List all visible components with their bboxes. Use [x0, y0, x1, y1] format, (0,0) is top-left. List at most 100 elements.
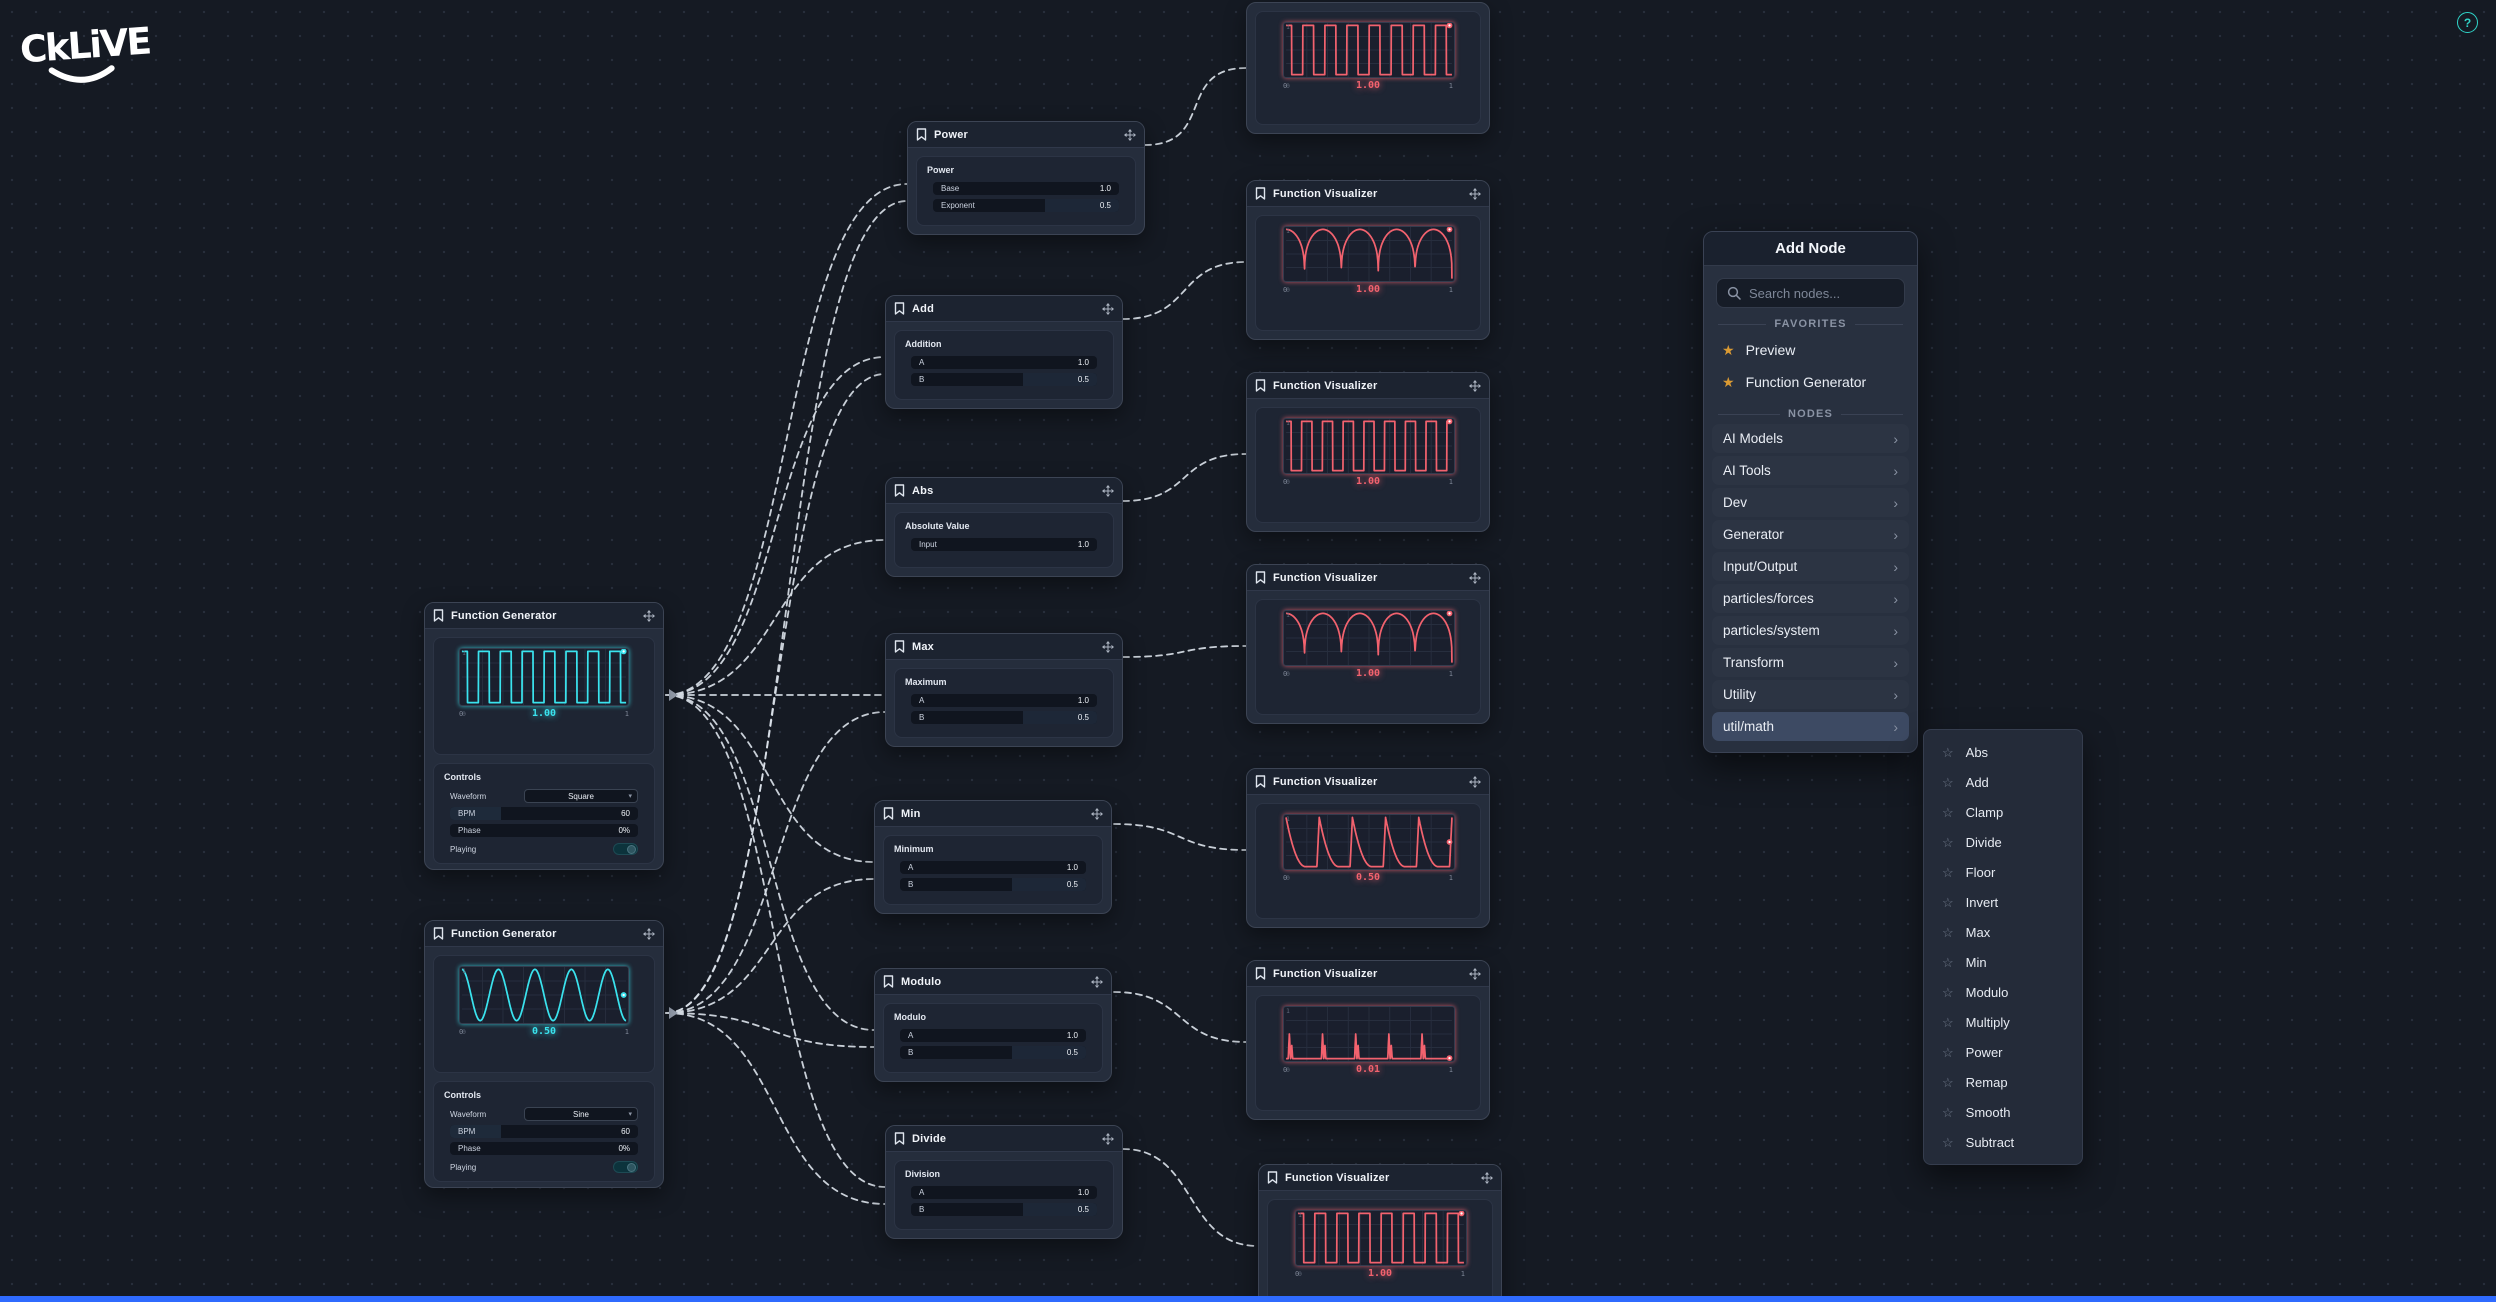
submenu-item[interactable]: ☆ Invert [1942, 894, 1999, 910]
submenu-item[interactable]: ☆ Smooth [1942, 1104, 2011, 1120]
move-icon[interactable] [1469, 571, 1481, 584]
phase-slider[interactable]: Phase 0% [450, 824, 638, 837]
param-slider[interactable]: A 1.0 [911, 356, 1097, 369]
node-header[interactable]: Add [886, 296, 1122, 322]
category-item[interactable]: Dev › [1712, 488, 1909, 517]
node-function-visualizer[interactable]: Function Visualizer 1 0 0 1.00 1 [1258, 1164, 1502, 1302]
node-max[interactable]: Max Maximum A 1.0 B 0.5 [885, 633, 1123, 747]
node-divide[interactable]: Divide Division A 1.0 B 0.5 [885, 1125, 1123, 1239]
node-header[interactable]: Function Generator [425, 603, 663, 629]
bookmark-icon[interactable] [1267, 1171, 1278, 1184]
node-header[interactable]: Power [908, 122, 1144, 148]
star-outline-icon[interactable]: ☆ [1942, 1014, 1954, 1030]
bookmark-icon[interactable] [433, 927, 444, 940]
star-outline-icon[interactable]: ☆ [1942, 864, 1954, 880]
star-outline-icon[interactable]: ☆ [1942, 1104, 1954, 1120]
bookmark-icon[interactable] [433, 609, 444, 622]
param-slider[interactable]: A 1.0 [911, 694, 1097, 707]
bookmark-icon[interactable] [894, 640, 905, 653]
move-icon[interactable] [1091, 807, 1103, 820]
bookmark-icon[interactable] [1255, 967, 1266, 980]
node-header[interactable]: Modulo [875, 969, 1111, 995]
category-item[interactable]: Utility › [1712, 680, 1909, 709]
move-icon[interactable] [1102, 484, 1114, 497]
star-outline-icon[interactable]: ☆ [1942, 924, 1954, 940]
move-icon[interactable] [1469, 379, 1481, 392]
submenu-item[interactable]: ☆ Abs [1942, 744, 1989, 760]
bookmark-icon[interactable] [1255, 379, 1266, 392]
submenu-item[interactable]: ☆ Floor [1942, 864, 1996, 880]
bookmark-icon[interactable] [1255, 187, 1266, 200]
star-outline-icon[interactable]: ☆ [1942, 1044, 1954, 1060]
submenu-item[interactable]: ☆ Min [1942, 954, 1987, 970]
move-icon[interactable] [1091, 975, 1103, 988]
bookmark-icon[interactable] [894, 1132, 905, 1145]
category-item[interactable]: particles/system › [1712, 616, 1909, 645]
bpm-slider[interactable]: BPM 60 [450, 1125, 638, 1138]
node-min[interactable]: Min Minimum A 1.0 B 0.5 [874, 800, 1112, 914]
param-slider[interactable]: A 1.0 [911, 1186, 1097, 1199]
search-input[interactable] [1749, 285, 1894, 301]
move-icon[interactable] [643, 927, 655, 940]
move-icon[interactable] [1102, 1132, 1114, 1145]
category-item[interactable]: Transform › [1712, 648, 1909, 677]
param-slider[interactable]: Input 1.0 [911, 538, 1097, 551]
submenu-item[interactable]: ☆ Max [1942, 924, 1991, 940]
star-outline-icon[interactable]: ☆ [1942, 894, 1954, 910]
favorite-item[interactable]: ★ Preview [1722, 342, 1796, 358]
node-header[interactable]: Function Visualizer [1247, 565, 1489, 591]
submenu-item[interactable]: ☆ Subtract [1942, 1134, 2015, 1150]
submenu-item[interactable]: ☆ Divide [1942, 834, 2002, 850]
node-header[interactable]: Max [886, 634, 1122, 660]
star-outline-icon[interactable]: ☆ [1942, 954, 1954, 970]
param-slider[interactable]: A 1.0 [900, 861, 1086, 874]
bookmark-icon[interactable] [894, 484, 905, 497]
waveform-dropdown[interactable]: Square ▾ [524, 789, 638, 803]
waveform-dropdown[interactable]: Sine ▾ [524, 1107, 638, 1121]
node-header[interactable]: Function Generator [425, 921, 663, 947]
node-header[interactable]: Abs [886, 478, 1122, 504]
star-outline-icon[interactable]: ☆ [1942, 834, 1954, 850]
search-box[interactable] [1716, 278, 1905, 308]
star-outline-icon[interactable]: ☆ [1942, 1074, 1954, 1090]
move-icon[interactable] [1469, 187, 1481, 200]
favorite-item[interactable]: ★ Function Generator [1722, 374, 1867, 390]
move-icon[interactable] [1481, 1171, 1493, 1184]
star-filled-icon[interactable]: ★ [1722, 374, 1735, 390]
node-function-visualizer[interactable]: Function Visualizer 1 0 0 0.01 1 [1246, 960, 1490, 1120]
node-header[interactable]: Divide [886, 1126, 1122, 1152]
phase-slider[interactable]: Phase 0% [450, 1142, 638, 1155]
move-icon[interactable] [643, 609, 655, 622]
category-item[interactable]: AI Models › [1712, 424, 1909, 453]
submenu-item[interactable]: ☆ Power [1942, 1044, 2003, 1060]
star-outline-icon[interactable]: ☆ [1942, 984, 1954, 1000]
node-add[interactable]: Add Addition A 1.0 B 0.5 [885, 295, 1123, 409]
node-modulo[interactable]: Modulo Modulo A 1.0 B 0.5 [874, 968, 1112, 1082]
submenu-item[interactable]: ☆ Multiply [1942, 1014, 2010, 1030]
bookmark-icon[interactable] [1255, 571, 1266, 584]
category-item[interactable]: AI Tools › [1712, 456, 1909, 485]
node-function-generator[interactable]: Function Generator 1 0 0 1.00 1 Controls… [424, 602, 664, 870]
node-abs[interactable]: Abs Absolute Value Input 1.0 [885, 477, 1123, 577]
param-slider[interactable]: A 1.0 [900, 1029, 1086, 1042]
submenu-item[interactable]: ☆ Clamp [1942, 804, 2004, 820]
param-slider[interactable]: Base 1.0 [933, 182, 1119, 195]
bookmark-icon[interactable] [883, 975, 894, 988]
category-item[interactable]: Generator › [1712, 520, 1909, 549]
category-item[interactable]: Input/Output › [1712, 552, 1909, 581]
star-filled-icon[interactable]: ★ [1722, 342, 1735, 358]
node-header[interactable]: Function Visualizer [1247, 961, 1489, 987]
node-function-visualizer[interactable]: Function Visualizer 1 0 0 1.00 1 [1246, 564, 1490, 724]
param-slider[interactable]: B 0.5 [911, 1203, 1097, 1216]
bookmark-icon[interactable] [916, 128, 927, 141]
category-item[interactable]: util/math › [1712, 712, 1909, 741]
star-outline-icon[interactable]: ☆ [1942, 804, 1954, 820]
node-function-generator[interactable]: Function Generator 1 0 0 0.50 1 Controls… [424, 920, 664, 1188]
param-slider[interactable]: B 0.5 [911, 711, 1097, 724]
move-icon[interactable] [1102, 302, 1114, 315]
bookmark-icon[interactable] [883, 807, 894, 820]
node-header[interactable]: Min [875, 801, 1111, 827]
bpm-slider[interactable]: BPM 60 [450, 807, 638, 820]
node-header[interactable]: Function Visualizer [1247, 181, 1489, 207]
